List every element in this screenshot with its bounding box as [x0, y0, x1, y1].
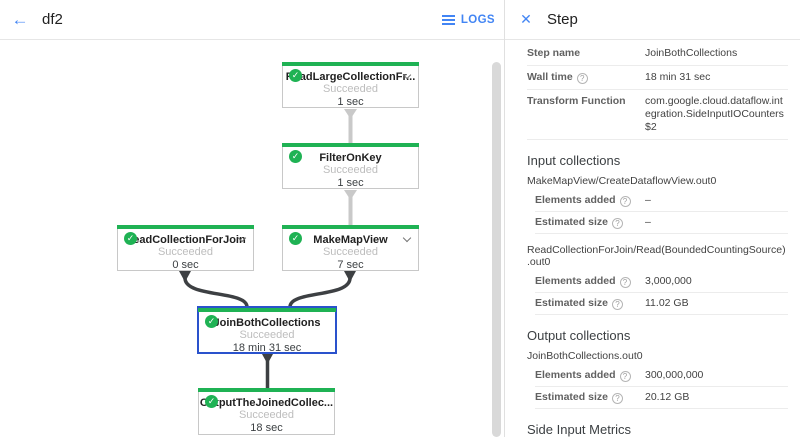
- property-row-transform-function: Transform Function com.google.cloud.data…: [527, 90, 788, 140]
- panel-divider: [504, 0, 505, 437]
- node-status: Succeeded: [239, 329, 295, 341]
- graph-node-join-both-collections[interactable]: JoinBothCollections Succeeded 18 min 31 …: [197, 306, 337, 354]
- node-status: Succeeded: [322, 246, 379, 258]
- node-title: ReadCollectionForJoin: [125, 234, 246, 246]
- node-status: Succeeded: [322, 83, 379, 95]
- node-title: OutputTheJoinedCollec...: [199, 397, 334, 409]
- metric-row: Elements added 3,000,000: [535, 271, 788, 293]
- property-label: Wall time: [527, 71, 645, 84]
- node-title: ReadLargeCollectionFr...: [285, 71, 416, 83]
- metric-value: 300,000,000: [645, 369, 704, 381]
- property-value: com.google.cloud.dataflow.integration.Si…: [645, 95, 784, 133]
- node-status: Succeeded: [322, 164, 379, 176]
- property-row-wall-time: Wall time 18 min 31 sec: [527, 66, 788, 90]
- node-title: JoinBothCollections: [213, 317, 321, 329]
- logs-button-label: LOGS: [460, 13, 495, 26]
- metric-label: Estimated size: [535, 216, 645, 229]
- metric-label: Estimated size: [535, 297, 645, 310]
- node-status-bar: [198, 388, 335, 392]
- step-panel-body: Step name JoinBothCollections Wall time …: [505, 40, 800, 437]
- input-collection-group: MakeMapView/CreateDataflowView.out0 Elem…: [527, 175, 788, 234]
- help-icon[interactable]: [619, 371, 631, 382]
- property-row-step-name: Step name JoinBothCollections: [527, 42, 788, 66]
- property-label: Step name: [527, 47, 581, 59]
- close-icon[interactable]: ✕: [520, 11, 532, 27]
- metric-label: Elements added: [535, 369, 645, 382]
- help-icon[interactable]: [611, 393, 623, 404]
- output-collection-group: JoinBothCollections.out0 Elements added …: [527, 350, 788, 409]
- property-label: Transform Function: [527, 95, 626, 107]
- node-status: Succeeded: [157, 246, 214, 258]
- job-title: df2: [42, 11, 63, 28]
- metric-value: 3,000,000: [645, 275, 692, 287]
- graph-node-make-map-view[interactable]: MakeMapView Succeeded 7 sec: [282, 225, 419, 271]
- help-icon[interactable]: [611, 299, 623, 310]
- chevron-down-icon[interactable]: [402, 233, 412, 243]
- success-check-icon: [289, 232, 302, 245]
- metric-row: Elements added 300,000,000: [535, 365, 788, 387]
- help-icon[interactable]: [619, 196, 631, 207]
- graph-node-filter-on-key[interactable]: FilterOnKey Succeeded 1 sec: [282, 143, 419, 189]
- metric-row: Estimated size 11.02 GB: [535, 293, 788, 315]
- logs-list-icon: [441, 14, 455, 17]
- node-status-bar: [282, 62, 419, 66]
- metric-label: Elements added: [535, 194, 645, 207]
- collection-name: JoinBothCollections.out0: [527, 350, 643, 362]
- side-input-metrics-heading: Side Input Metrics: [527, 422, 632, 437]
- node-status-bar: [117, 225, 254, 229]
- scrollbar-thumb[interactable]: [492, 62, 501, 437]
- metric-value: 20.12 GB: [645, 391, 690, 403]
- graph-node-read-collection-for-join[interactable]: ReadCollectionForJoin Succeeded 0 sec: [117, 225, 254, 271]
- node-duration: 1 sec: [337, 96, 364, 108]
- logs-button[interactable]: LOGS: [441, 13, 495, 26]
- node-duration: 0 sec: [172, 259, 199, 271]
- node-duration: 1 sec: [337, 177, 364, 189]
- back-arrow-icon[interactable]: ←: [11, 9, 29, 29]
- step-detail-panel: ✕ Step Step name JoinBothCollections Wal…: [505, 0, 800, 437]
- metric-row: Estimated size 20.12 GB: [535, 387, 788, 409]
- step-panel-title: Step: [547, 11, 578, 28]
- input-collection-group: ReadCollectionForJoin/Read(BoundedCounti…: [527, 244, 788, 315]
- graph-node-read-large-collection[interactable]: ReadLargeCollectionFr... Succeeded 1 sec: [282, 62, 419, 108]
- node-status-bar: [282, 225, 419, 229]
- success-check-icon: [205, 315, 218, 328]
- step-panel-header: ✕ Step: [505, 0, 800, 40]
- node-status-bar: [198, 308, 336, 312]
- property-value: 18 min 31 sec: [645, 71, 711, 83]
- success-check-icon: [124, 232, 137, 245]
- graph-node-output-the-joined[interactable]: OutputTheJoinedCollec... Succeeded 18 se…: [198, 388, 335, 435]
- help-icon[interactable]: [576, 73, 588, 84]
- metric-value: –: [645, 194, 651, 206]
- metric-row: Elements added –: [535, 190, 788, 212]
- success-check-icon: [289, 150, 302, 163]
- help-icon[interactable]: [611, 218, 623, 229]
- metric-value: 11.02 GB: [645, 297, 689, 309]
- metric-label: Elements added: [535, 275, 645, 288]
- node-duration: 18 sec: [250, 422, 283, 434]
- top-bar: ← df2 LOGS: [0, 0, 505, 40]
- metric-value: –: [645, 216, 651, 228]
- output-collections-heading: Output collections: [527, 328, 631, 343]
- help-icon[interactable]: [619, 277, 631, 288]
- input-collections-heading: Input collections: [527, 153, 621, 168]
- success-check-icon: [289, 69, 302, 82]
- collection-name: ReadCollectionForJoin/Read(BoundedCounti…: [527, 244, 786, 268]
- success-check-icon: [205, 395, 218, 408]
- node-status: Succeeded: [238, 409, 295, 421]
- metric-row: Estimated size –: [535, 212, 788, 234]
- node-status-bar: [282, 143, 419, 147]
- collection-name: MakeMapView/CreateDataflowView.out0: [527, 175, 717, 187]
- pipeline-graph-canvas[interactable]: ReadLargeCollectionFr... Succeeded 1 sec…: [0, 40, 505, 437]
- graph-edges: [179, 109, 357, 388]
- property-value: JoinBothCollections: [645, 47, 738, 59]
- node-title: FilterOnKey: [319, 152, 382, 164]
- node-duration: 18 min 31 sec: [232, 342, 302, 354]
- node-duration: 7 sec: [337, 259, 364, 271]
- metric-label: Estimated size: [535, 391, 645, 404]
- node-title: MakeMapView: [313, 234, 388, 246]
